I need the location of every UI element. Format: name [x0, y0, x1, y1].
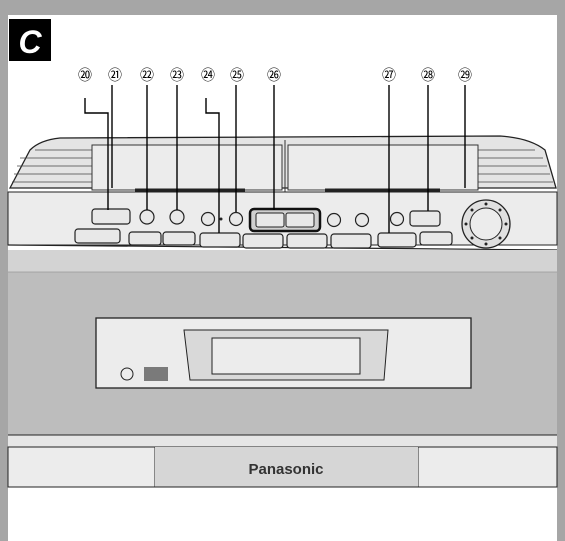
frame-top: [0, 0, 565, 15]
button-27[interactable]: [377, 232, 417, 248]
section-label-box: [9, 19, 51, 61]
button-lower-6[interactable]: [286, 233, 328, 249]
button-upper-a[interactable]: [200, 211, 216, 227]
callout-27: ㉗: [382, 68, 396, 84]
callout-24: ㉔: [201, 68, 215, 84]
callout-25: ㉕: [230, 68, 244, 84]
callout-26: ㉖: [267, 68, 281, 84]
button-20[interactable]: [91, 208, 131, 225]
button-24[interactable]: [199, 232, 241, 248]
cassette-deck-a: [91, 144, 283, 191]
callout-21: ㉑: [108, 68, 122, 84]
button-26-right[interactable]: [285, 212, 315, 228]
button-lower-2[interactable]: [128, 231, 162, 246]
jog-dial-dots: [464, 202, 508, 246]
callout-23: ㉓: [170, 68, 184, 84]
power-indicator: [120, 367, 134, 381]
button-22[interactable]: [139, 209, 155, 225]
sensor-window: [144, 367, 168, 381]
callout-22: ㉒: [140, 68, 154, 84]
display-screen: [211, 337, 361, 375]
button-23[interactable]: [169, 209, 185, 225]
main-body-highlight: [8, 250, 557, 272]
cassette-deck-b: [287, 144, 479, 191]
callout-29: ㉙: [458, 68, 472, 84]
jog-dial-inner[interactable]: [469, 207, 503, 241]
button-27-upper[interactable]: [389, 211, 405, 227]
base-top: [8, 435, 557, 447]
brand-panel: [155, 447, 418, 487]
callout-28: ㉘: [421, 68, 435, 84]
button-25[interactable]: [228, 211, 244, 227]
left-grille: [12, 149, 92, 183]
button-lower-7[interactable]: [330, 233, 372, 249]
leader-lines: [84, 85, 466, 233]
callout-20: ⑳: [78, 68, 92, 84]
frame-right: [557, 0, 565, 541]
button-26-left[interactable]: [255, 212, 285, 228]
section-label: C: [18, 24, 42, 60]
button-lower-3[interactable]: [162, 231, 196, 246]
button-lower-9[interactable]: [419, 231, 453, 246]
right-grille: [478, 149, 553, 183]
button-upper-b[interactable]: [326, 212, 342, 228]
button-28[interactable]: [409, 210, 441, 227]
brand-logo: Panasonic: [248, 461, 323, 478]
button-lower-5[interactable]: [242, 233, 284, 249]
button-upper-c[interactable]: [354, 212, 370, 228]
frame-left: [0, 0, 8, 541]
button-lower-1[interactable]: [74, 228, 121, 244]
callout-labels: ⑳ ㉑ ㉒ ㉓ ㉔ ㉕ ㉖ ㉗ ㉘ ㉙: [78, 68, 472, 84]
indicator-dot: [219, 217, 223, 221]
